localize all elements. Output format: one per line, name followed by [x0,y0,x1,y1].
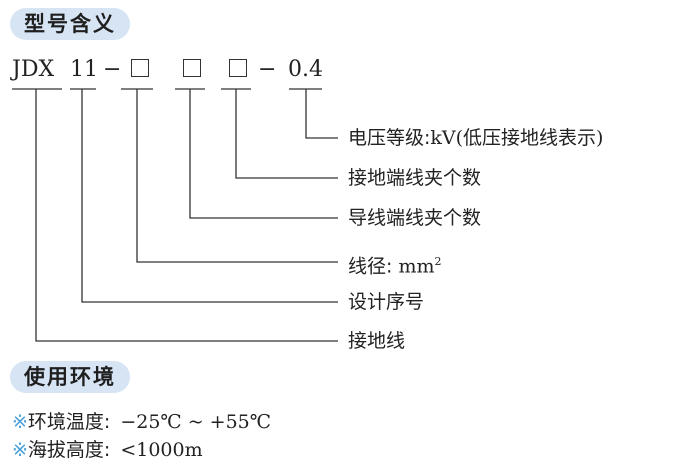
legend-design-number: 设计序号 [348,291,425,313]
legend-ground-wire: 接地线 [348,330,406,352]
legend-wire-clamp-count: 导线端线夹个数 [348,207,482,229]
note-mark-icon: ※ [12,439,28,461]
placeholder-box-3 [229,56,247,84]
note-mark-icon: ※ [12,411,28,433]
placeholder-box-1 [131,56,149,84]
env-temperature: ※环境温度:−25℃ ~ +55℃ [12,411,272,433]
env-altitude: ※海拔高度:<1000m [12,439,203,461]
placeholder-box-2 [183,56,201,84]
model-code-dash-2: − [258,57,277,82]
section-title-model-meaning: 型号含义 [10,8,130,40]
section-title-usage-environment: 使用环境 [10,361,130,393]
model-code-series: 11 [70,57,98,82]
legend-ground-clamp-count: 接地端线夹个数 [348,167,482,189]
model-code-dash-1: − [103,57,122,82]
model-code-prefix: JDX [12,57,55,82]
legend-wire-diameter: 线径: mm2 [348,255,442,278]
model-code-suffix: 0.4 [288,57,323,82]
legend-voltage: 电压等级:kV(低压接地线表示) [348,127,604,149]
